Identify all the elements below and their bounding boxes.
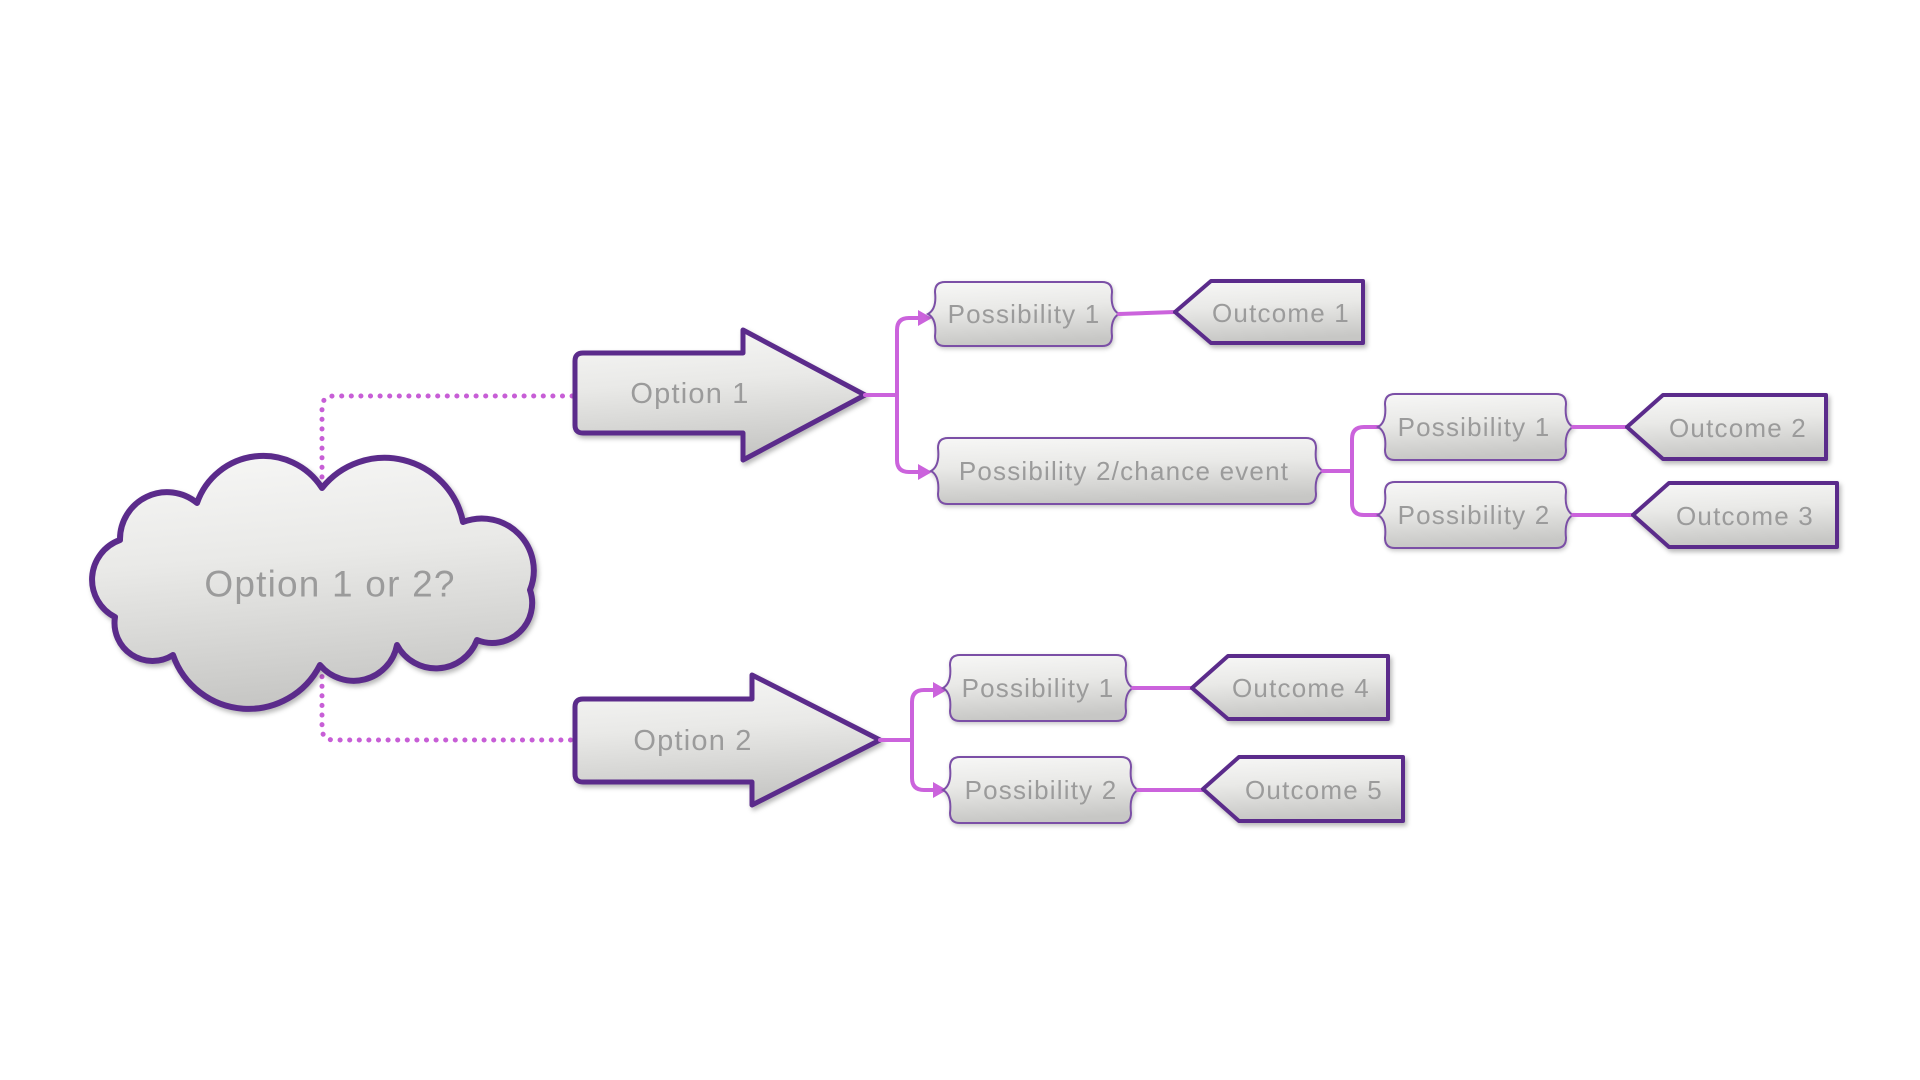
outcome-pennant-shape	[1173, 279, 1365, 345]
possibility-label: Possibility 2	[1398, 500, 1551, 530]
cloud-shape	[89, 452, 537, 712]
option-2-arrow-shape	[572, 672, 883, 808]
chance-event-branch-connectors	[1321, 425, 1380, 517]
connector-line	[910, 688, 935, 742]
possibility-box: Possibility 2	[1375, 481, 1576, 549]
connector-line	[910, 738, 935, 792]
connector-arrowhead-icon	[918, 310, 932, 326]
possibility-box: Possibility 2	[940, 756, 1141, 824]
option-1-arrow: Option 1	[572, 327, 868, 463]
connector-arrowhead-icon	[933, 782, 947, 798]
branch-option-2: Option 2 Possibility 1 Outcome 4 Possibi…	[572, 654, 1405, 824]
possibility-box: Possibility 1	[1375, 393, 1576, 461]
outcome-pennant-shape	[1631, 481, 1839, 549]
possibility-label: Possibility 2	[965, 775, 1118, 805]
possibility-box-shape	[1375, 481, 1576, 549]
cloud-label: Option 1 or 2?	[204, 564, 455, 605]
option-2-branch-connectors	[878, 682, 947, 798]
possibility-box-shape	[940, 654, 1136, 722]
outcome-shape: Outcome 2	[1625, 393, 1828, 461]
possibility-label: Possibility 2/chance event	[959, 456, 1289, 486]
possibility-label: Possibility 1	[1398, 412, 1551, 442]
dotted-connector-top	[319, 393, 576, 480]
option-1-arrow-shape	[572, 327, 868, 463]
possibility-box-shape	[940, 756, 1141, 824]
outcome-shape: Outcome 5	[1201, 755, 1405, 823]
connector-line	[1117, 310, 1177, 316]
outcome-shape: Outcome 3	[1631, 481, 1839, 549]
outcome-label: Outcome 4	[1232, 673, 1370, 703]
connector-line	[895, 316, 920, 397]
possibility-box-shape	[928, 437, 1326, 505]
outcome-label: Outcome 5	[1245, 775, 1383, 805]
outcome-label: Outcome 3	[1676, 501, 1814, 531]
branch-option-1: Option 1 Possibility 1 Outcome 1 Possibi…	[572, 279, 1839, 549]
outcome-label: Outcome 1	[1212, 298, 1350, 328]
outcome-shape: Outcome 4	[1190, 654, 1390, 721]
option-1-label: Option 1	[630, 378, 749, 410]
outcome-pennant-shape	[1625, 393, 1828, 461]
outcome-pennant-shape	[1190, 654, 1390, 721]
connector-line	[895, 393, 920, 474]
outcome-shape: Outcome 1	[1173, 279, 1365, 345]
possibility-box-shape	[1375, 393, 1576, 461]
outcome-label: Outcome 2	[1669, 413, 1807, 443]
possibility-box: Possibility 1	[940, 654, 1136, 722]
possibility-box: Possibility 2/chance event	[928, 437, 1326, 505]
option-1-branch-connectors	[863, 310, 932, 480]
option-2-label: Option 2	[633, 725, 752, 757]
possibility-box: Possibility 1	[925, 281, 1122, 347]
connector-arrowhead-icon	[933, 682, 947, 698]
connector-line	[1350, 469, 1380, 517]
possibility-label: Possibility 1	[948, 299, 1101, 329]
possibility-box-shape	[925, 281, 1122, 347]
outcome-pennant-shape	[1201, 755, 1405, 823]
connector-arrowhead-icon	[918, 464, 932, 480]
possibility-label: Possibility 1	[962, 673, 1115, 703]
decision-cloud: Option 1 or 2?	[89, 452, 537, 712]
connector-line	[1350, 425, 1380, 473]
option-2-arrow: Option 2	[572, 672, 883, 808]
